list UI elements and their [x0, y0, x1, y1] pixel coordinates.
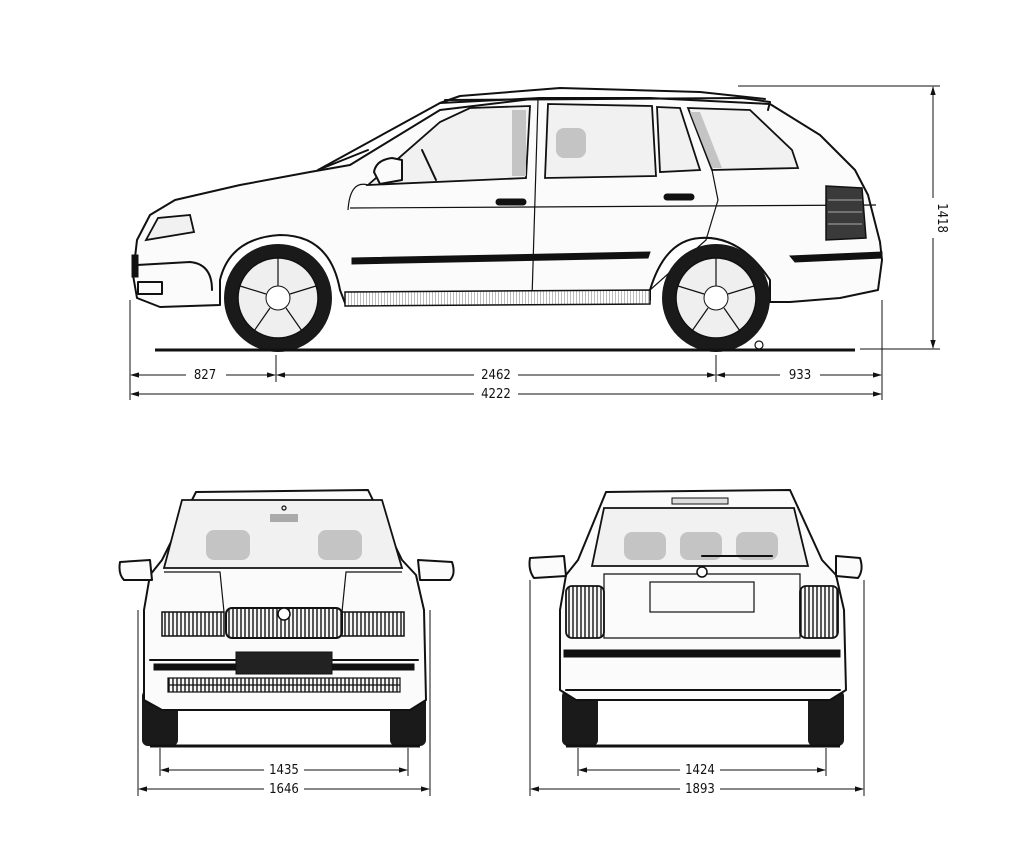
- rear-right-tyre: [808, 690, 844, 746]
- side-mirror: [373, 157, 403, 185]
- front-view: [118, 489, 455, 748]
- rear-light-right: [799, 585, 839, 639]
- front-mirror-right: [417, 559, 455, 581]
- front-headlight-left: [161, 611, 225, 637]
- front-dimensions: 1435 1646: [137, 610, 431, 797]
- side-window-front: [365, 105, 531, 187]
- dim-height: 1418: [934, 203, 949, 233]
- dim-wheelbase: 2462: [481, 368, 511, 383]
- dim-front-overhang: 827: [194, 368, 216, 383]
- dim-rear-overhang: 933: [789, 368, 811, 383]
- side-rear-wheel: [662, 244, 770, 352]
- side-front-wheel: [224, 244, 332, 352]
- side-dimensions: 827 2462 933 4222 1418: [129, 85, 949, 402]
- side-tail-light: [825, 185, 867, 241]
- side-headlight: [144, 214, 196, 242]
- front-mirror-left: [118, 559, 153, 581]
- rear-dimensions: 1424 1893: [529, 580, 865, 797]
- side-view: [131, 87, 883, 352]
- rear-mirror-left: [528, 555, 567, 579]
- rear-left-tyre: [562, 690, 598, 746]
- side-window-rear-quarter: [656, 106, 702, 173]
- dim-overall-length: 4222: [481, 387, 511, 402]
- dim-width-mirrors: 1893: [685, 782, 715, 797]
- dim-rear-track: 1424: [685, 763, 715, 778]
- dim-front-track: 1435: [269, 763, 299, 778]
- rear-view: [528, 489, 863, 748]
- rear-license-recess: [649, 581, 755, 613]
- side-window-rear: [544, 103, 657, 179]
- front-license-plate: [235, 651, 333, 675]
- rear-light-left: [565, 585, 605, 639]
- front-headlight-right: [341, 611, 405, 637]
- dim-body-width: 1646: [269, 782, 299, 797]
- rear-mirror-right: [835, 555, 863, 579]
